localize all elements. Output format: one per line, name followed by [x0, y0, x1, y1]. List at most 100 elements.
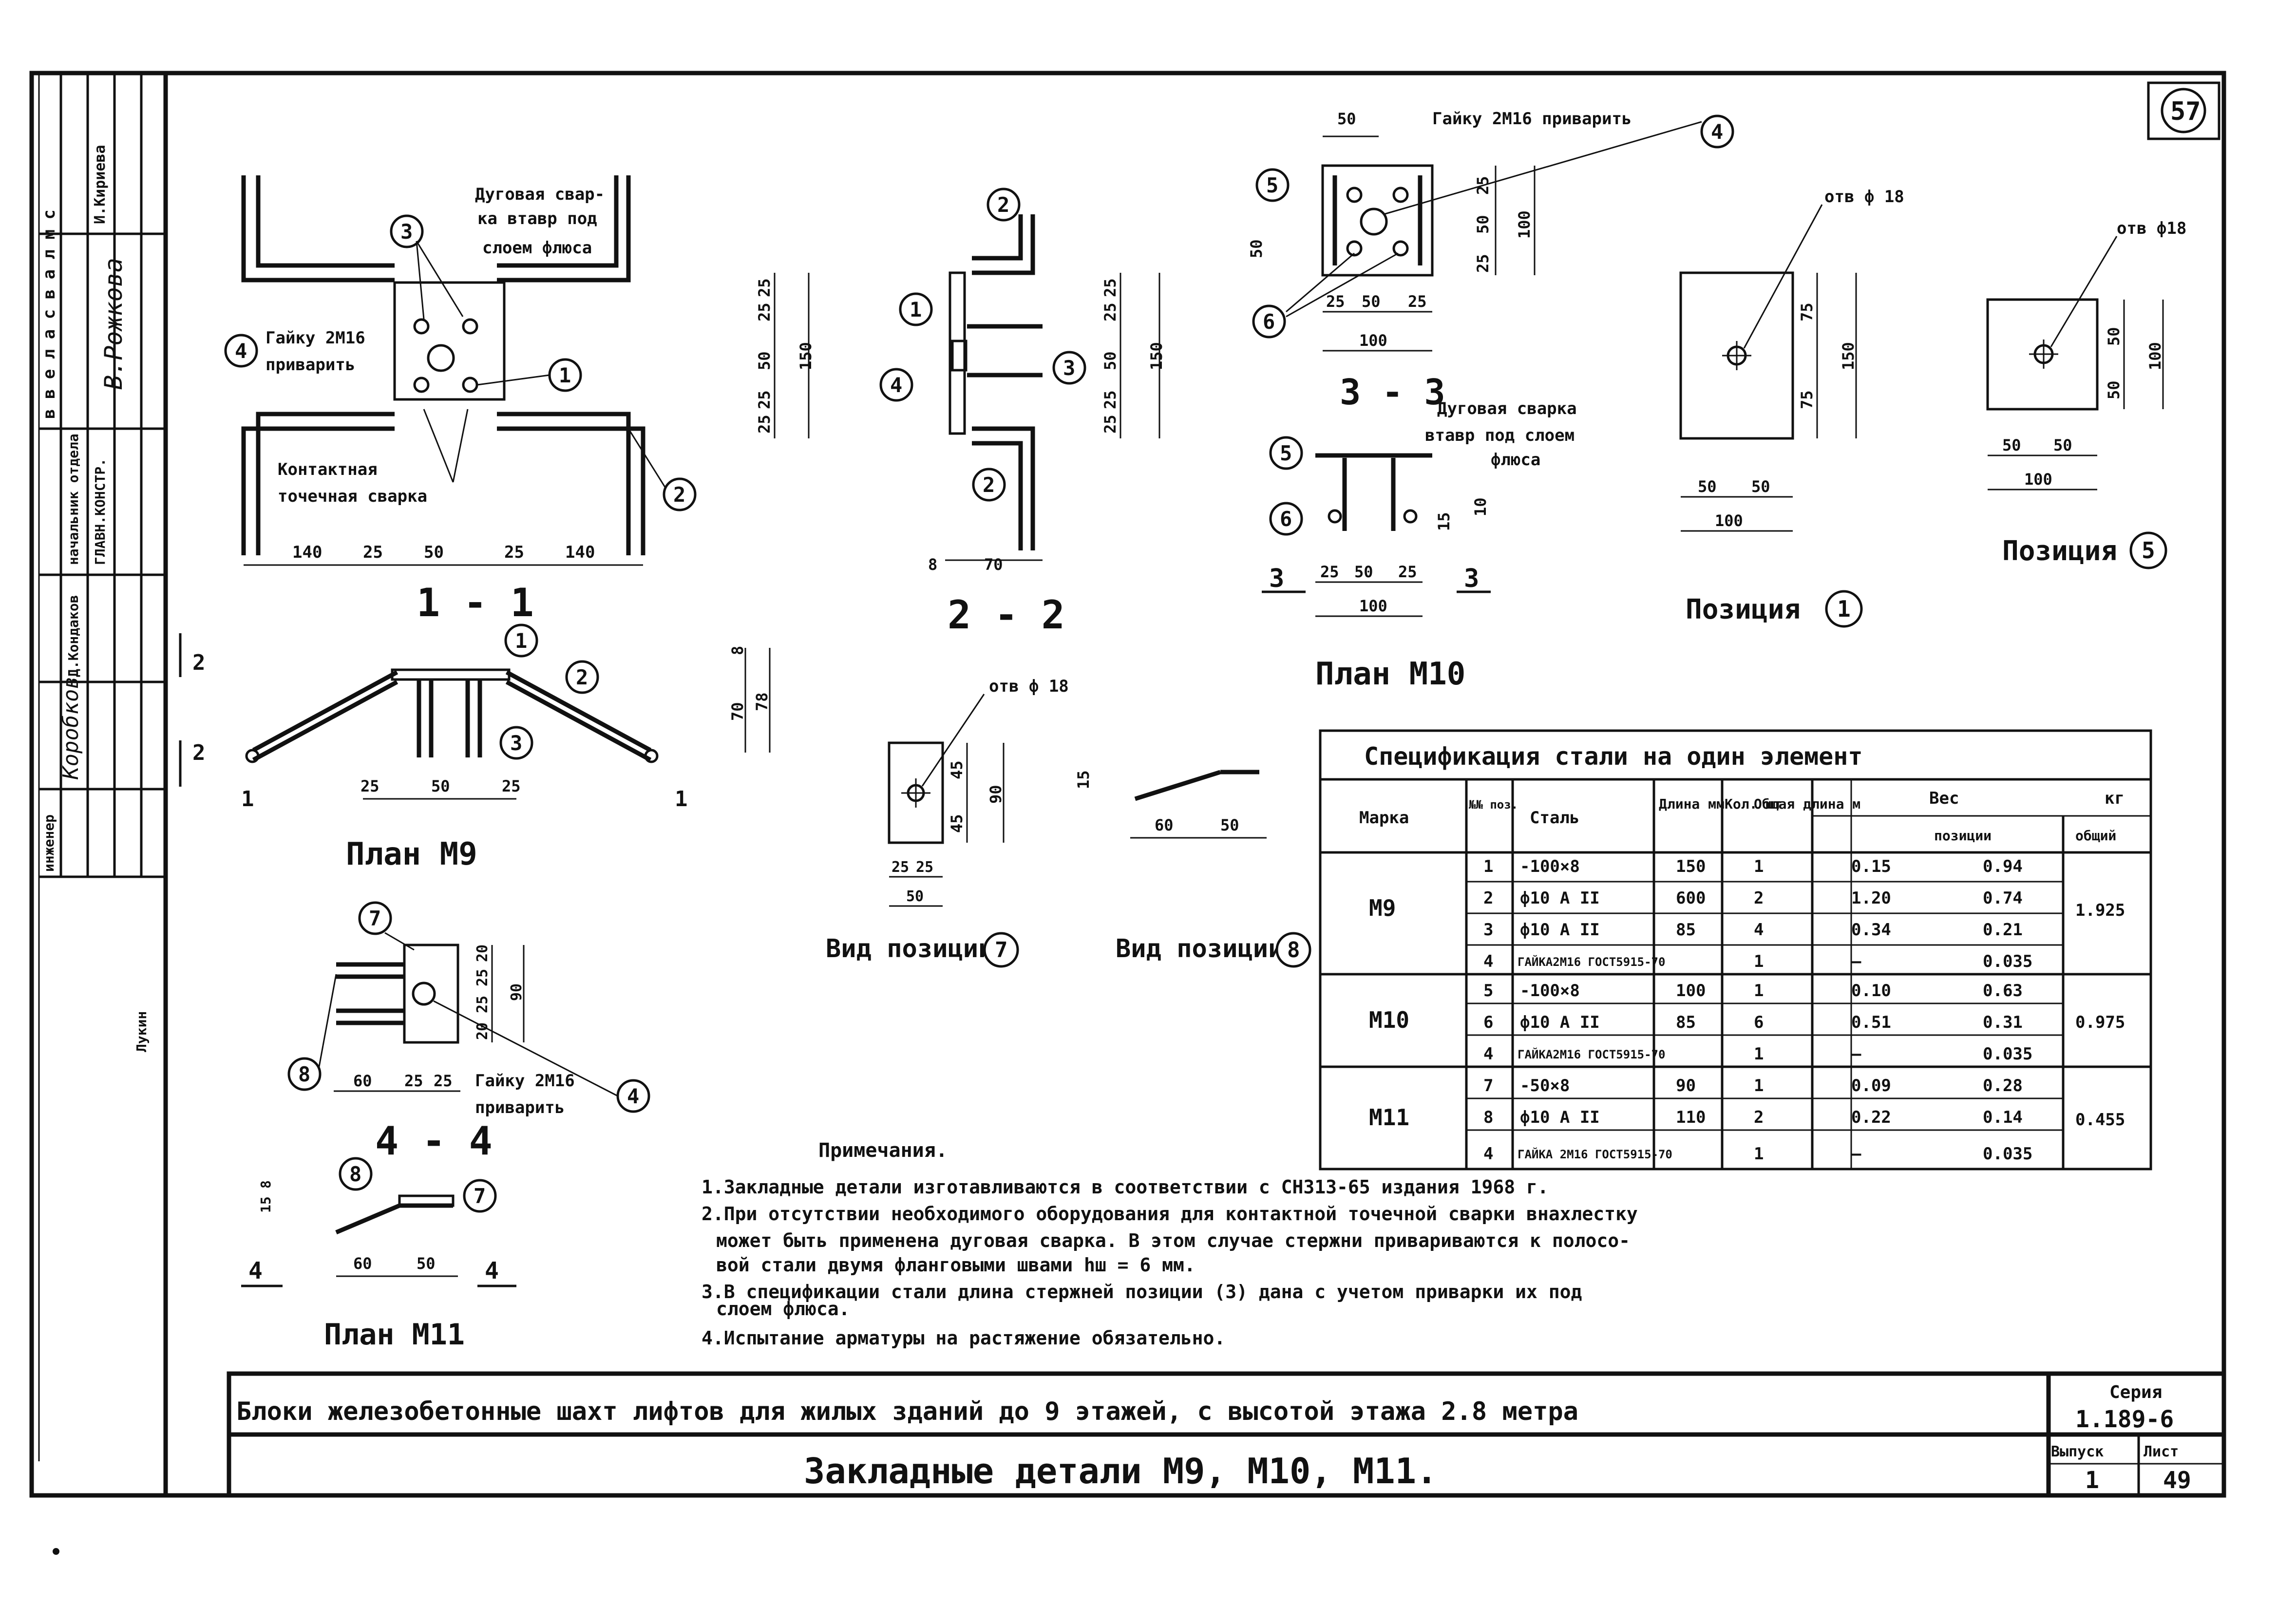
stamp-text-1: И.Кириева: [92, 145, 109, 224]
section-3-3: 5 6 4 Гайку 2М16 приварить 50 50 25 50 2…: [1247, 109, 1734, 413]
svg-text:Вес: Вес: [1929, 789, 1959, 808]
svg-text:втавр под слоем: втавр под слоем: [1425, 426, 1575, 445]
stamp-text-6: инженер: [41, 814, 57, 872]
s11-dim-b1: 25: [363, 543, 383, 562]
note-3: 3.В спецификации стали длина стержней по…: [702, 1281, 1582, 1303]
svg-text:1: 1: [1754, 1144, 1764, 1164]
svg-text:25: 25: [404, 1072, 423, 1090]
svg-text:85: 85: [1676, 920, 1696, 940]
svg-text:4: 4: [1483, 952, 1493, 971]
svg-text:2: 2: [192, 740, 206, 765]
svg-text:25: 25: [755, 278, 774, 297]
svg-text:2: 2: [1754, 888, 1764, 908]
svg-text:2: 2: [673, 483, 685, 507]
svg-text:75: 75: [1798, 390, 1816, 409]
s33-note-nut: Гайку 2М16 приварить: [1432, 109, 1632, 129]
svg-text:отв ф18: отв ф18: [2117, 219, 2186, 238]
svg-text:50: 50: [1698, 477, 1717, 496]
svg-text:—: —: [1851, 1044, 1861, 1064]
svg-text:0.09: 0.09: [1851, 1076, 1891, 1095]
pos5-title: Позиция: [2002, 535, 2117, 567]
stamp-signature: Коробков: [58, 676, 83, 780]
s11-note-arc-0: Дуговая свар-: [475, 185, 605, 204]
svg-text:2: 2: [192, 650, 206, 675]
svg-text:1: 1: [910, 298, 922, 321]
svg-text:4: 4: [1711, 120, 1723, 144]
svg-text:7: 7: [369, 906, 381, 930]
s11-note-nut-0: Гайку 2М16: [266, 328, 365, 348]
svg-text:ГАЙКА 2М16 ГОСТ5915-70: ГАЙКА 2М16 ГОСТ5915-70: [1518, 1147, 1672, 1161]
svg-text:25: 25: [1408, 292, 1427, 311]
svg-text:1: 1: [1754, 952, 1764, 971]
svg-text:7: 7: [1483, 1076, 1493, 1095]
m11-title: План М11: [324, 1318, 465, 1352]
svg-text:2: 2: [1754, 1108, 1764, 1127]
s11-note-contact-0: Контактная: [278, 460, 378, 479]
svg-text:0.975: 0.975: [2075, 1013, 2125, 1032]
svg-text:50: 50: [1337, 110, 1356, 128]
svg-text:1: 1: [1754, 1044, 1764, 1064]
position-1: отв ф 18 75 75 150 50 50 100 Позиция 1: [1679, 187, 1904, 628]
s11-dim-b3: 25: [504, 543, 524, 562]
svg-text:2: 2: [576, 665, 588, 689]
s11-dim-b4: 140: [565, 543, 595, 562]
section-2-2: 2 1 4 3 2 8 70 2 - 2 25 25 50 25 25 150: [879, 188, 1166, 638]
svg-text:Длина мм: Длина мм: [1659, 796, 1725, 812]
svg-text:25: 25: [1101, 415, 1120, 434]
svg-text:60: 60: [353, 1072, 372, 1090]
s11-dim-total: 150: [797, 342, 815, 370]
svg-text:70: 70: [728, 702, 747, 721]
svg-text:1: 1: [1754, 1076, 1764, 1095]
section-4-4: 7 8 4 Гайку 2М16 приварить 60 25 25 20 2…: [287, 901, 650, 1164]
svg-text:1: 1: [1837, 596, 1851, 622]
svg-text:150: 150: [1839, 342, 1858, 370]
svg-text:0.455: 0.455: [2075, 1110, 2125, 1130]
svg-text:110: 110: [1676, 1108, 1706, 1127]
svg-text:45: 45: [948, 814, 966, 833]
svg-text:0.51: 0.51: [1851, 1013, 1891, 1032]
svg-text:ф10 А II: ф10 А II: [1520, 1013, 1600, 1032]
svg-text:90: 90: [1676, 1076, 1696, 1095]
svg-text:Сталь: Сталь: [1530, 808, 1579, 828]
svg-text:25: 25: [1474, 176, 1492, 195]
svg-text:1: 1: [559, 363, 571, 387]
s11-dim-b2: 50: [424, 543, 444, 562]
s11-note-arc-1: ка втавр под: [477, 209, 597, 228]
note-2c: вой стали двумя фланговыми швами hш = 6 …: [716, 1254, 1195, 1276]
pos8-title: Вид позиции: [1116, 934, 1283, 963]
svg-text:2: 2: [983, 473, 995, 497]
svg-text:60: 60: [353, 1254, 372, 1273]
svg-text:20: 20: [474, 1022, 491, 1040]
svg-text:4: 4: [485, 1257, 499, 1284]
svg-text:М11: М11: [1369, 1104, 1409, 1131]
svg-text:—: —: [1851, 952, 1861, 971]
svg-text:15: 15: [1435, 512, 1453, 531]
svg-text:2: 2: [997, 193, 1009, 217]
svg-text:8: 8: [258, 1180, 274, 1189]
svg-text:№№ поз.: №№ поз.: [1468, 798, 1518, 812]
svg-text:Выпуск: Выпуск: [2051, 1443, 2104, 1460]
stamp-text-7: Лукин: [133, 1011, 150, 1052]
svg-text:8: 8: [1483, 1108, 1493, 1127]
svg-text:25: 25: [916, 859, 933, 876]
svg-text:4: 4: [1483, 1144, 1493, 1164]
note-4: 4.Испытание арматуры на растяжение обяза…: [702, 1327, 1225, 1349]
svg-text:ф10 А II: ф10 А II: [1520, 920, 1600, 940]
svg-text:1: 1: [1754, 857, 1764, 876]
svg-text:25: 25: [1398, 563, 1417, 581]
s22-dim-b1: 70: [984, 555, 1003, 574]
svg-text:-100×8: -100×8: [1520, 981, 1580, 1001]
svg-text:—: —: [1851, 1144, 1861, 1164]
svg-text:2: 2: [1483, 888, 1493, 908]
svg-text:4: 4: [890, 373, 902, 397]
stamp-text-0: в в е л а с в а л м с: [39, 209, 59, 419]
svg-text:0.28: 0.28: [1983, 1076, 2023, 1095]
svg-text:6: 6: [1754, 1013, 1764, 1032]
plan-m11: 8 7 15 8 60 50 4 4 План М11: [241, 1157, 516, 1352]
svg-text:15: 15: [1074, 770, 1093, 789]
svg-text:0.035: 0.035: [1983, 1144, 2032, 1164]
svg-text:0.63: 0.63: [1983, 981, 2023, 1001]
nut-symbol: [427, 344, 455, 372]
svg-text:60: 60: [1155, 816, 1174, 834]
svg-text:8: 8: [1287, 938, 1300, 963]
